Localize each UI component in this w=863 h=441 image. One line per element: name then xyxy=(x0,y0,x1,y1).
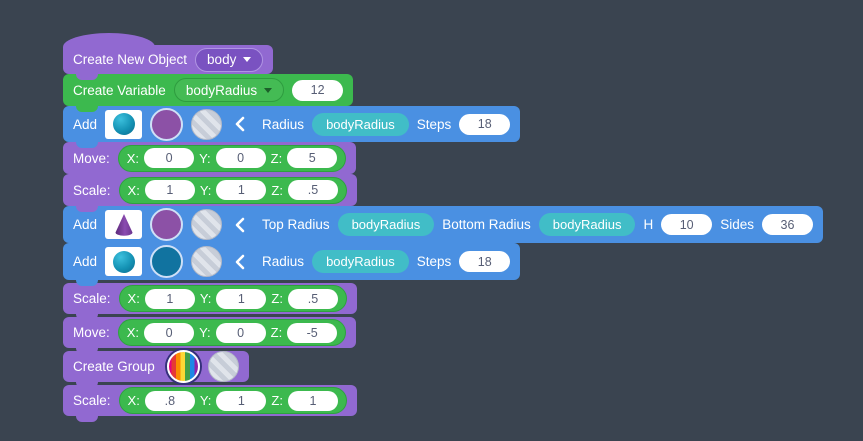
variable-name-dropdown[interactable]: bodyRadius xyxy=(173,78,285,102)
block-label: Add xyxy=(73,116,98,132)
block-label: Add xyxy=(73,254,98,269)
vector-input-group: X: 1 Y: 1 Z: .5 xyxy=(118,176,347,204)
sides-input[interactable]: 36 xyxy=(761,214,813,235)
object-name-dropdown[interactable]: body xyxy=(195,47,264,72)
param-label: Radius xyxy=(262,116,305,132)
param-label: Bottom Radius xyxy=(442,217,531,232)
sphere-icon xyxy=(112,113,135,135)
material-swatch[interactable] xyxy=(207,351,239,382)
z-label: Z: xyxy=(271,291,283,306)
variable-pill-bodyradius[interactable]: bodyRadius xyxy=(337,213,435,236)
z-input[interactable]: 1 xyxy=(287,390,338,411)
y-input[interactable]: 1 xyxy=(216,390,267,411)
y-label: Y: xyxy=(199,150,211,166)
x-input[interactable]: .8 xyxy=(144,390,195,411)
z-label: Z: xyxy=(271,182,283,198)
x-input[interactable]: 0 xyxy=(144,322,195,343)
material-swatch[interactable] xyxy=(191,108,223,140)
x-input[interactable]: 1 xyxy=(144,180,195,200)
y-input[interactable]: 1 xyxy=(216,180,267,200)
shape-picker[interactable] xyxy=(105,247,143,276)
x-input[interactable]: 0 xyxy=(144,148,195,168)
block-label: Scale: xyxy=(73,182,111,198)
x-label: X: xyxy=(126,325,140,340)
block-label: Create Variable xyxy=(73,82,166,98)
block-create-group[interactable]: Create Group xyxy=(63,350,249,388)
color-swatch[interactable] xyxy=(150,208,184,241)
shape-picker[interactable] xyxy=(105,109,143,139)
block-scale-2[interactable]: Scale: X: 1 Y: 1 Z: .5 xyxy=(63,283,357,320)
x-label: X: xyxy=(126,150,140,166)
block-label: Move: xyxy=(73,150,110,166)
color-swatch[interactable] xyxy=(150,245,184,278)
collapse-chevron-icon[interactable] xyxy=(234,115,246,133)
steps-input[interactable]: 18 xyxy=(459,113,511,135)
param-label: Radius xyxy=(262,254,305,269)
block-label: Add xyxy=(73,217,98,232)
x-label: X: xyxy=(127,291,140,306)
param-label: Sides xyxy=(720,217,754,232)
sphere-icon xyxy=(112,250,135,273)
material-swatch[interactable] xyxy=(191,246,223,277)
variable-pill-bodyradius[interactable]: bodyRadius xyxy=(312,112,409,136)
steps-input[interactable]: 18 xyxy=(459,251,511,272)
z-input[interactable]: .5 xyxy=(287,180,338,200)
z-label: Z: xyxy=(270,325,283,340)
variable-pill-bodyradius[interactable]: bodyRadius xyxy=(538,213,636,236)
collapse-chevron-icon[interactable] xyxy=(234,216,246,234)
block-label: Scale: xyxy=(73,393,111,408)
color-swatch[interactable] xyxy=(150,107,184,141)
block-create-variable[interactable]: Create Variable bodyRadius 12 xyxy=(63,74,354,112)
z-label: Z: xyxy=(270,150,283,166)
z-input[interactable]: .5 xyxy=(287,288,338,309)
x-input[interactable]: 1 xyxy=(144,288,195,309)
block-label: Create Group xyxy=(73,359,155,374)
param-label: Top Radius xyxy=(262,217,330,232)
z-label: Z: xyxy=(271,393,283,408)
material-swatch[interactable] xyxy=(191,209,223,240)
vector-input-group: X: 0 Y: 0 Z: 5 xyxy=(117,144,347,172)
block-create-new-object[interactable]: Create New Object body xyxy=(63,33,274,80)
block-move-1[interactable]: Move: X: 0 Y: 0 Z: 5 xyxy=(63,142,357,180)
y-input[interactable]: 1 xyxy=(216,288,267,309)
param-label: H xyxy=(643,217,654,232)
param-label: Steps xyxy=(416,254,452,269)
block-add-cone[interactable]: Add Top Radius bodyRadius Bottom Radius … xyxy=(63,206,823,249)
y-label: Y: xyxy=(199,182,212,198)
block-label: Move: xyxy=(73,325,110,340)
y-label: Y: xyxy=(199,325,211,340)
rainbow-color-swatch[interactable] xyxy=(166,350,200,383)
y-label: Y: xyxy=(199,393,212,408)
param-label: Steps xyxy=(416,116,452,132)
vector-input-group: X: 0 Y: 0 Z: -5 xyxy=(117,319,347,346)
variable-pill-bodyradius[interactable]: bodyRadius xyxy=(312,250,409,273)
block-label: Create New Object xyxy=(73,52,188,67)
shape-picker[interactable] xyxy=(105,210,143,239)
y-input[interactable]: 0 xyxy=(215,322,266,343)
vector-input-group: X: 1 Y: 1 Z: .5 xyxy=(118,285,347,312)
block-label: Scale: xyxy=(73,291,111,306)
dropdown-value: bodyRadius xyxy=(185,82,258,98)
variable-value-input[interactable]: 12 xyxy=(292,79,344,101)
vector-input-group: X: .8 Y: 1 Z: 1 xyxy=(118,387,347,414)
y-input[interactable]: 0 xyxy=(215,148,266,168)
dropdown-caret-icon xyxy=(264,87,273,93)
collapse-chevron-icon[interactable] xyxy=(234,253,246,271)
block-move-2[interactable]: Move: X: 0 Y: 0 Z: -5 xyxy=(63,317,357,354)
block-scale-1[interactable]: Scale: X: 1 Y: 1 Z: .5 xyxy=(63,174,357,212)
height-input[interactable]: 10 xyxy=(661,214,713,235)
dropdown-value: body xyxy=(207,52,237,67)
block-scale-3[interactable]: Scale: X: .8 Y: 1 Z: 1 xyxy=(63,385,357,422)
cone-icon xyxy=(115,213,133,236)
block-add-sphere-2[interactable]: Add Radius bodyRadius Steps 18 xyxy=(63,243,521,286)
y-label: Y: xyxy=(199,291,212,306)
z-input[interactable]: 5 xyxy=(287,148,338,168)
x-label: X: xyxy=(127,393,140,408)
block-add-sphere-1[interactable]: Add Radius bodyRadius Steps 18 xyxy=(63,106,521,148)
x-label: X: xyxy=(127,182,140,198)
dropdown-caret-icon xyxy=(243,57,252,62)
z-input[interactable]: -5 xyxy=(287,322,338,343)
